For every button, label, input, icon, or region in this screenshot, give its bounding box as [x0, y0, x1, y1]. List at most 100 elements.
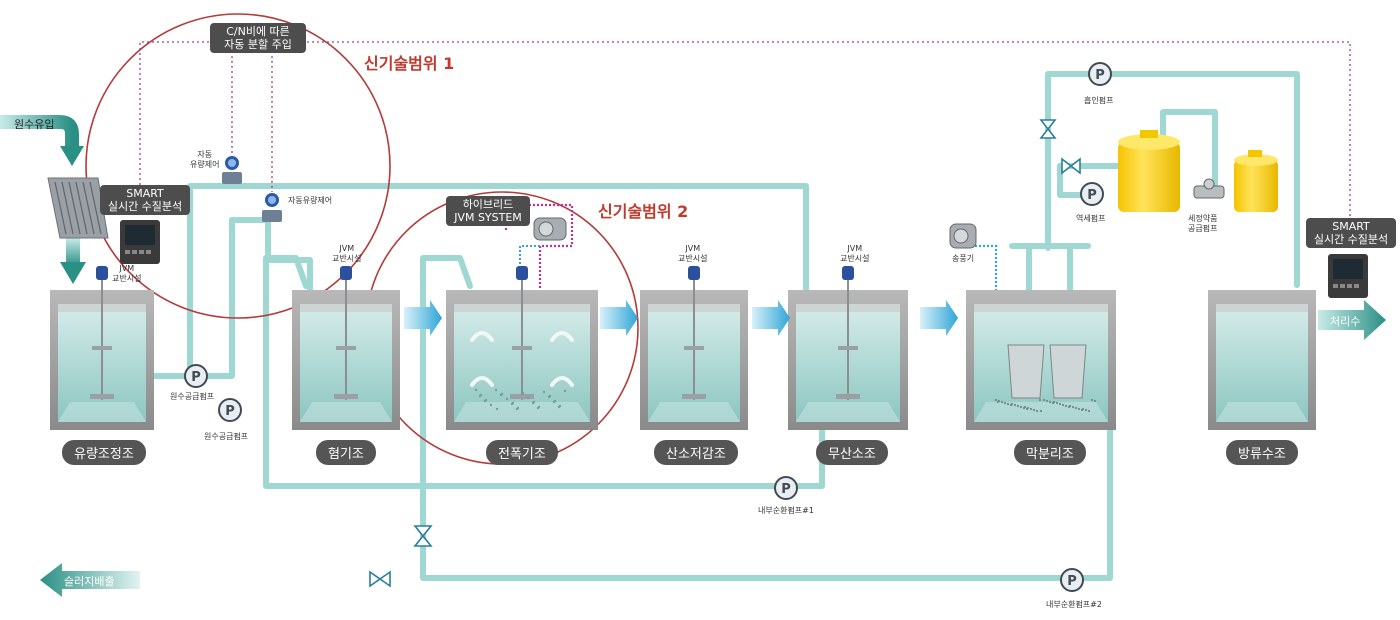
hybrid-line2: JVM SYSTEM: [454, 211, 522, 224]
pump-icon: P: [1080, 182, 1104, 206]
jvm3a: JVM: [685, 244, 701, 253]
mixer-motor-icon: [516, 266, 528, 280]
blower-label: 송풍기: [952, 254, 975, 263]
pump-icon: P: [774, 476, 798, 500]
tank-5: [966, 290, 1116, 430]
tank-4: [788, 266, 908, 430]
svg-text:P: P: [1087, 188, 1097, 203]
membrane-module-icon: [1007, 344, 1045, 399]
mixer-motor-icon: [688, 266, 700, 280]
svg-text:P: P: [1095, 68, 1105, 83]
tank-1: [292, 266, 400, 430]
auto-flow-1a: 자동: [197, 150, 213, 159]
svg-text:P: P: [191, 370, 201, 385]
auto-flow-1b: 유량제어: [190, 160, 220, 169]
mixer-motor-icon: [842, 266, 854, 280]
jvm-label-2: JVM 교반시설: [332, 244, 361, 264]
auto-flow-control-label-1: 자동 유량제어: [190, 150, 219, 170]
mixer-motor-icon: [96, 266, 108, 280]
sludge-arrow: [40, 563, 140, 597]
pump-icon: P: [184, 364, 208, 388]
pump-icon: P: [1060, 568, 1084, 592]
swirl-arrow-icon: [470, 376, 494, 387]
suction-pump-label: 흡인펌프: [1084, 96, 1114, 105]
jvm2a: JVM: [339, 244, 355, 253]
hybrid-line1: 하이브리드: [462, 198, 514, 211]
inflow-label: 원수유입: [14, 118, 55, 131]
hybrid-blower-icon: [533, 217, 567, 241]
svg-text:P: P: [781, 482, 791, 497]
flow-arrows: [404, 300, 958, 336]
chem-pump-label: 세정약품 공급펌프: [1188, 214, 1217, 234]
smart-right-line1: SMART: [1332, 220, 1370, 233]
chemical-tank-small: [1234, 150, 1278, 212]
jvm2b: 교반시설: [332, 254, 362, 263]
valve-icon: [1039, 119, 1057, 139]
tank-label-equalization: 유량조정조: [62, 440, 146, 465]
control-lines: [139, 41, 1351, 222]
jvm4b: 교반시설: [840, 254, 870, 263]
hybrid-jvm-box: 하이브리드 JVM SYSTEM: [446, 196, 530, 226]
scope-1-title: 신기술범위 1: [364, 54, 455, 73]
tank-0: [50, 266, 154, 430]
swirl-arrow-icon: [550, 376, 574, 387]
pump-icon: P: [218, 398, 242, 422]
scope-2-title: 신기술범위 2: [598, 202, 689, 221]
cn-ratio-box: C/N비에 따른 자동 분할 주입: [210, 23, 306, 53]
smart-monitor-left: [120, 220, 160, 264]
pump-icon: P: [1088, 62, 1112, 86]
svg-text:P: P: [225, 404, 235, 419]
auto-flow-control-label-2: 자동유량제어: [288, 196, 333, 205]
scope-circle-1: [85, 13, 391, 319]
internal-pump-label-2: 내부순환펌프#2: [1046, 600, 1102, 609]
blower-icon: [949, 223, 977, 249]
smart-box-right: SMART 실시간 수질분석: [1306, 218, 1396, 248]
membrane-module-icon: [1049, 344, 1087, 399]
cn-ratio-line2: 자동 분할 주입: [224, 38, 292, 51]
tank-label-oxygen-reduction: 산소저감조: [654, 440, 738, 465]
chem-pump-b: 공급펌프: [1188, 224, 1218, 233]
smart-left-line2: 실시간 수질분석: [107, 200, 183, 213]
tank-3: [640, 266, 748, 430]
blower-air-line: [975, 244, 1078, 410]
flow-meter-icon: [222, 156, 242, 184]
tank-label-aeration: 전폭기조: [486, 440, 558, 465]
mixer-motor-icon: [340, 266, 352, 280]
jvm-label-1: JVM 교반시설: [112, 264, 141, 284]
smart-right-line2: 실시간 수질분석: [1313, 233, 1389, 246]
swirl-arrow-icon: [470, 331, 494, 342]
flow-meter-icon: [262, 193, 282, 222]
internal-pump-label-1: 내부순환펌프#1: [758, 506, 814, 515]
swirl-arrow-icon: [550, 331, 574, 342]
chemical-tank-large: [1118, 130, 1180, 212]
jvm1a: JVM: [119, 264, 135, 273]
smart-box-left: SMART 실시간 수질분석: [100, 185, 190, 215]
tank-6: [1208, 290, 1316, 430]
bar-screen: [47, 177, 109, 239]
jvm4a: JVM: [847, 244, 863, 253]
tank-2: [446, 266, 598, 430]
jvm-label-3: JVM 교반시설: [678, 244, 707, 264]
valves: [369, 119, 1081, 588]
raw-pump-label-2: 원수공급펌프: [204, 432, 249, 441]
tank-label-membrane: 막분리조: [1014, 440, 1086, 465]
chem-pump-a: 세정약품: [1188, 214, 1218, 223]
tank-label-anaerobic: 혐기조: [316, 440, 376, 465]
inflow-arrow: [0, 115, 86, 284]
valve-icon: [369, 570, 391, 588]
smart-monitor-right: [1328, 254, 1368, 298]
outflow-arrow: [1318, 300, 1386, 340]
sludge-label: 슬러지배출: [64, 575, 115, 588]
tank-label-anoxic: 무산소조: [816, 440, 888, 465]
svg-text:P: P: [1067, 574, 1077, 589]
backwash-pump-label: 역세펌프: [1076, 214, 1106, 223]
valve-icon: [413, 525, 433, 547]
cn-ratio-line1: C/N비에 따른: [226, 25, 290, 38]
jvm3b: 교반시설: [678, 254, 708, 263]
chemical-pump-icon: [1193, 178, 1225, 199]
raw-pump-label-1: 원수공급펌프: [170, 392, 215, 401]
smart-left-line1: SMART: [126, 187, 164, 200]
jvm1b: 교반시설: [112, 274, 142, 283]
valve-icon: [1061, 157, 1081, 175]
